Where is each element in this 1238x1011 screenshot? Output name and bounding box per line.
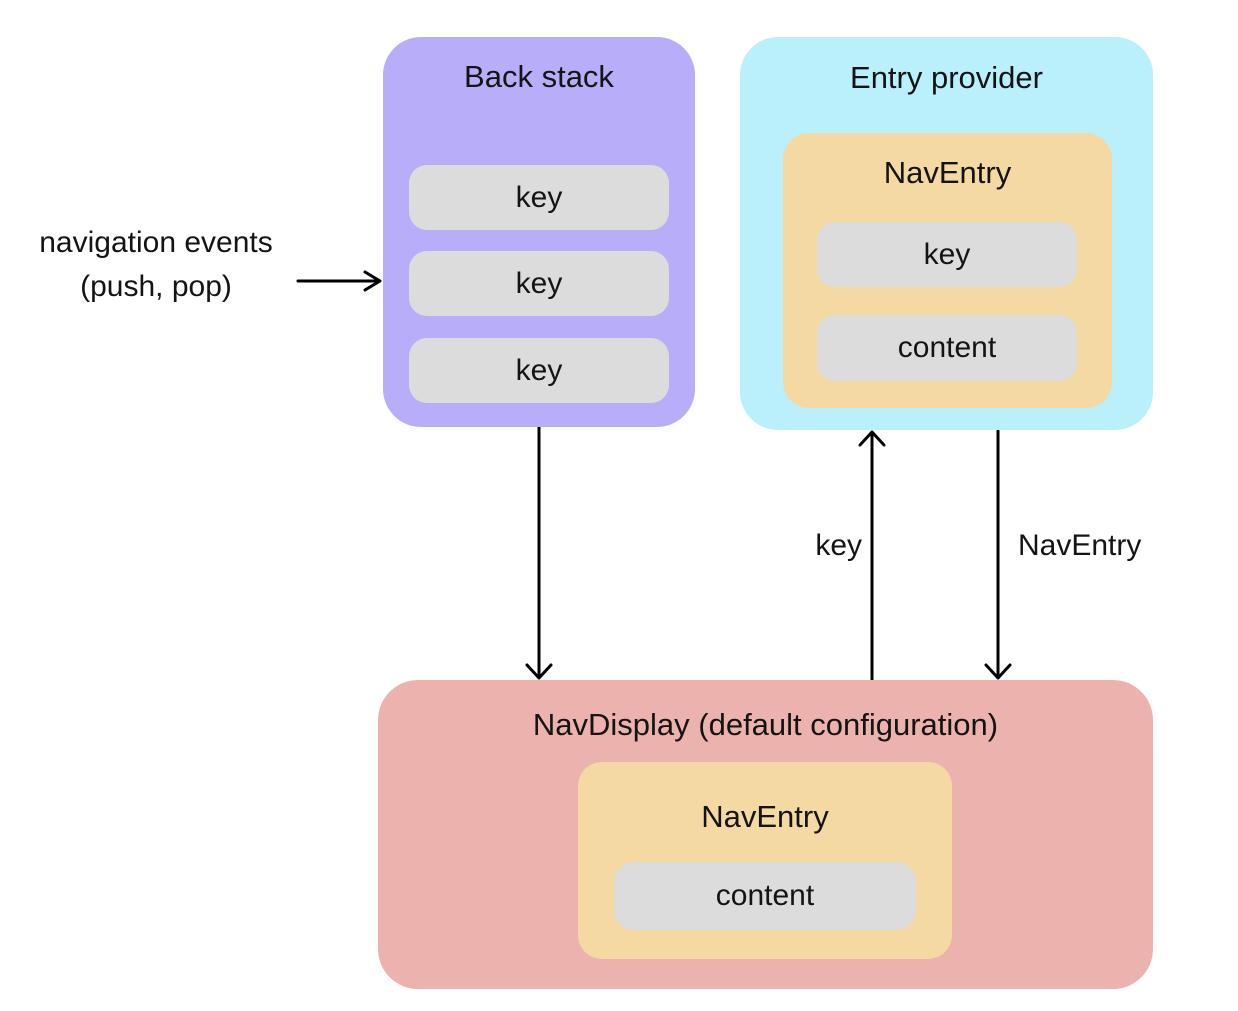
nav-display-box: NavDisplay (default configuration) NavEn… [378,680,1153,989]
back-stack-key-pill: key [409,165,669,230]
back-stack-key-pill: key [409,338,669,403]
nav-entry-title: NavEntry [883,155,1012,190]
navigation-events-line1: navigation events [39,226,273,259]
navigation-events-label: navigation events (push, pop) [8,221,304,309]
entry-provider-box: Entry provider NavEntry key content [740,37,1153,430]
back-stack-key-pill: key [409,251,669,316]
back-stack-box: Back stack key key key [383,37,695,427]
nav-entry-content-pill: content [817,315,1077,381]
entry-provider-title: Entry provider [850,60,1043,95]
nav-display-title: NavDisplay (default configuration) [532,707,999,742]
nav-display-nav-entry-box: NavEntry content [578,762,952,959]
nav-entry-content-pill: content [614,862,916,930]
nav-entry-title: NavEntry [701,799,829,834]
naventry-down-arrow [984,429,1012,680]
naventry-arrow-label: NavEntry [1018,529,1142,562]
key-up-arrow [858,430,886,683]
key-arrow-label: key [815,529,862,562]
navigation-events-arrow [296,270,382,292]
entry-provider-nav-entry-box: NavEntry key content [783,133,1112,408]
back-stack-title: Back stack [464,59,614,94]
nav-entry-key-pill: key [817,222,1077,287]
navigation-events-line2: (push, pop) [80,270,232,303]
backstack-to-navdisplay-arrow [525,425,553,680]
